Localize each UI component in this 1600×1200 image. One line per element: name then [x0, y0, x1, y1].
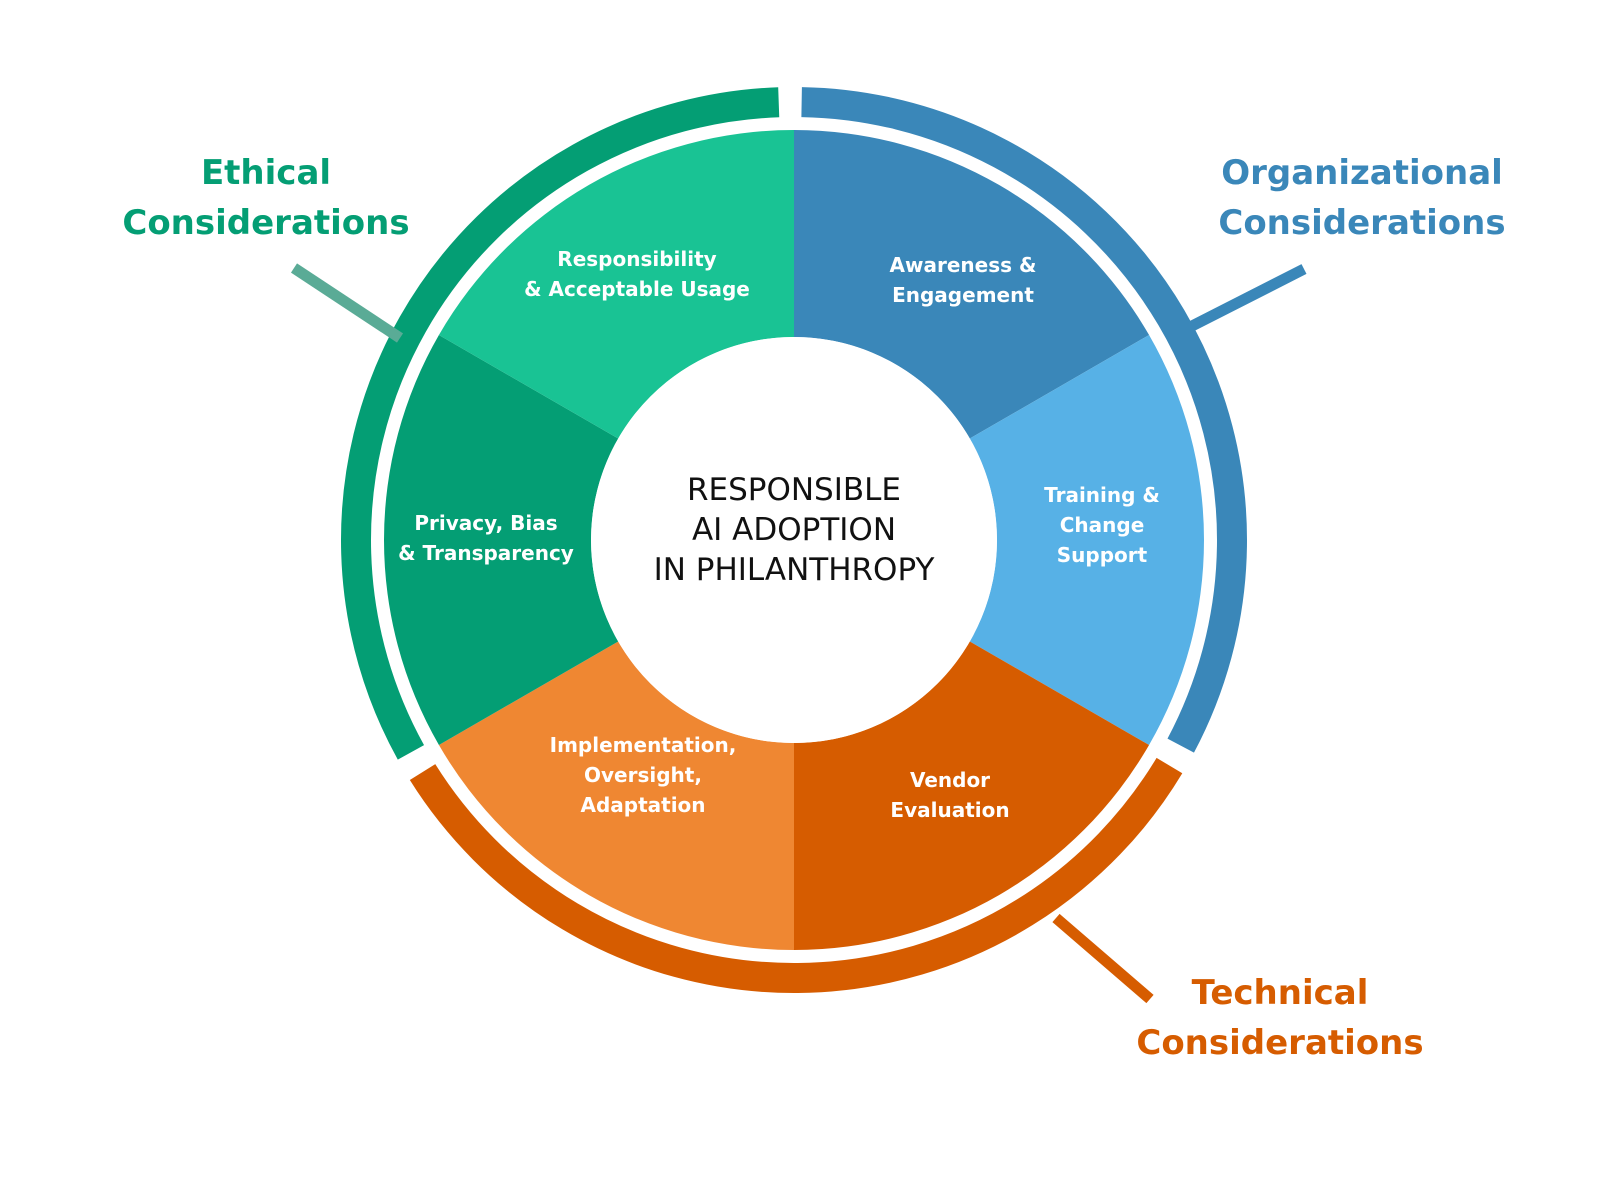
connector-technical	[1052, 913, 1154, 1004]
wheel-segments	[384, 130, 1204, 950]
segment-label-implementation: Implementation,	[550, 733, 737, 757]
segment-label-privacy: & Transparency	[398, 541, 574, 565]
segment-label-implementation: Adaptation	[580, 793, 705, 817]
segment-label-implementation: Oversight,	[584, 763, 702, 787]
group-label-ethical: Ethical	[201, 153, 331, 193]
group-connector-lines	[290, 263, 1307, 1004]
group-label-technical: Technical	[1192, 973, 1369, 1013]
segment-privacy	[384, 335, 619, 745]
segment-implementation	[438, 641, 794, 950]
segment-label-responsibility: & Acceptable Usage	[524, 277, 750, 301]
outer-arc-ethical	[341, 87, 780, 760]
segment-awareness	[794, 130, 1150, 439]
connector-ethical	[290, 263, 404, 343]
segment-responsibility	[438, 130, 794, 439]
group-label-organizational: Organizational	[1221, 153, 1503, 193]
group-label-ethical: Considerations	[122, 203, 409, 243]
outer-arc-organizational	[801, 87, 1247, 753]
segment-label-privacy: Privacy, Bias	[414, 511, 557, 535]
outer-group-arcs	[341, 87, 1247, 993]
segment-label-responsibility: Responsibility	[557, 247, 716, 271]
center-circle	[591, 337, 997, 743]
segment-label-vendor: Evaluation	[890, 798, 1009, 822]
center-title-line: RESPONSIBLE	[687, 472, 901, 508]
group-label-technical: Considerations	[1136, 1023, 1423, 1063]
segment-label-training: Change	[1060, 513, 1145, 537]
segment-training	[969, 335, 1204, 745]
segment-vendor	[794, 641, 1150, 950]
center-title-line: AI ADOPTION	[692, 512, 896, 548]
group-label-organizational: Considerations	[1218, 203, 1505, 243]
center-title-line: IN PHILANTHROPY	[654, 552, 935, 588]
segment-label-awareness: Engagement	[892, 283, 1034, 307]
segment-label-training: Support	[1057, 543, 1148, 567]
center-title: RESPONSIBLE AI ADOPTION IN PHILANTHROPY	[654, 472, 935, 588]
segment-label-vendor: Vendor	[910, 768, 990, 792]
segment-label-awareness: Awareness &	[890, 253, 1037, 277]
connector-organizational	[1189, 264, 1307, 331]
outer-arc-technical	[409, 757, 1183, 993]
segment-label-training: Training &	[1044, 483, 1160, 507]
